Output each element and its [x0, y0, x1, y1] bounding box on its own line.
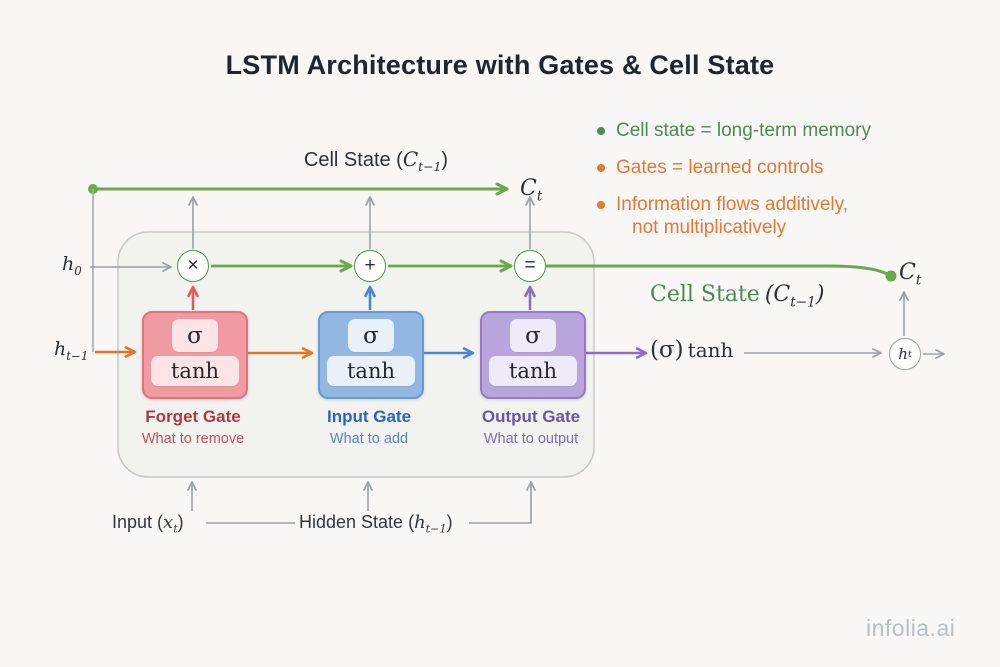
- output-tanh: tanh: [489, 356, 577, 386]
- var-C: C: [402, 147, 419, 171]
- paren: ): [815, 282, 825, 307]
- var-C: C: [520, 176, 537, 201]
- output-gate-desc: What to output: [483, 431, 579, 447]
- legend-line1: Information flows additively,: [616, 193, 848, 215]
- label-text: ): [441, 149, 449, 171]
- var: C: [773, 282, 791, 307]
- tanh-text: tanh: [687, 338, 734, 362]
- label-text: Input (: [112, 512, 164, 532]
- forget-gate-label: Forget Gate: [145, 407, 241, 426]
- var-C: (Ct−1): [764, 282, 825, 311]
- subscript: t−1: [66, 348, 89, 363]
- var-h: h: [62, 253, 75, 275]
- forget-gate-box: σ tanh: [142, 311, 248, 399]
- input-gate-label: Input Gate: [326, 407, 412, 426]
- var-h: h: [414, 512, 426, 533]
- sigma-paren: (σ): [650, 337, 684, 363]
- label-text: Cell State (: [303, 149, 403, 171]
- hprev-label: ht−1: [54, 338, 88, 363]
- ct-top-label: Ct: [520, 176, 542, 204]
- var-x: x: [163, 512, 174, 533]
- subscript: t: [536, 188, 543, 205]
- cell-state-end-dot: [885, 270, 897, 282]
- legend-text: Information flows additively, not multip…: [616, 193, 848, 241]
- forget-tanh: tanh: [151, 356, 239, 386]
- equals-op-circle: =: [514, 250, 546, 282]
- legend-bullet-orange: [597, 163, 605, 172]
- var-C: C: [899, 260, 916, 285]
- subscript: t−1: [425, 522, 447, 536]
- var-h: h: [898, 345, 908, 363]
- label-text: Hidden State (: [299, 512, 415, 532]
- legend-item-cell-state: Cell state = long-term memory: [597, 119, 871, 143]
- input-gate-desc: What to add: [329, 431, 409, 447]
- watermark: infolia.ai: [866, 615, 956, 641]
- subscript: t: [173, 522, 178, 536]
- label-text: ): [177, 512, 184, 532]
- subscript: t−1: [418, 159, 442, 174]
- legend-item-additive: Information flows additively, not multip…: [597, 193, 871, 241]
- h0-label: h0: [62, 253, 82, 278]
- cell-state-top-label: Cell State (Ct−1): [304, 147, 448, 174]
- ct-out-label: Ct: [899, 260, 921, 288]
- subscript: 0: [74, 263, 82, 278]
- legend-text: Cell state = long-term memory: [616, 120, 871, 141]
- legend-line2: not multiplicatively: [632, 217, 787, 239]
- subscript: t: [915, 272, 922, 289]
- sigma-tanh-label: (σ)tanh: [650, 337, 733, 363]
- legend-bullet-orange: [597, 200, 605, 209]
- output-sigma: σ: [510, 319, 556, 352]
- output-gate-label: Output Gate: [481, 407, 581, 426]
- legend-item-gates: Gates = learned controls: [597, 156, 871, 180]
- paren: (: [764, 282, 774, 307]
- subscript: t−1: [790, 294, 816, 311]
- hidden-state-label: Hidden State (ht−1): [299, 512, 453, 536]
- output-gate-box: σ tanh: [480, 311, 586, 399]
- input-tanh: tanh: [327, 356, 415, 386]
- cell-state-text: Cell State: [650, 282, 760, 307]
- subscript: t: [907, 348, 912, 360]
- hidden-elbow-arrow: [469, 481, 536, 524]
- add-op-circle: +: [354, 250, 386, 282]
- input-sigma: σ: [348, 319, 394, 352]
- multiply-op-circle: ×: [177, 250, 209, 282]
- input-gate-box: σ tanh: [318, 311, 424, 399]
- forget-gate-desc: What to remove: [141, 431, 245, 447]
- var-h: h: [54, 338, 67, 360]
- legend: Cell state = long-term memory Gates = le…: [597, 119, 871, 240]
- forget-sigma: σ: [172, 319, 218, 352]
- legend-bullet-green: [597, 127, 605, 135]
- cell-state-out-label: Cell State(Ct−1): [650, 281, 824, 310]
- input-xt-label: Input (xt): [112, 512, 184, 536]
- page-title: LSTM Architecture with Gates & Cell Stat…: [225, 50, 775, 80]
- cell-state-out-line: [546, 264, 890, 277]
- label-text: ): [446, 512, 453, 532]
- legend-text: Gates = learned controls: [616, 156, 824, 178]
